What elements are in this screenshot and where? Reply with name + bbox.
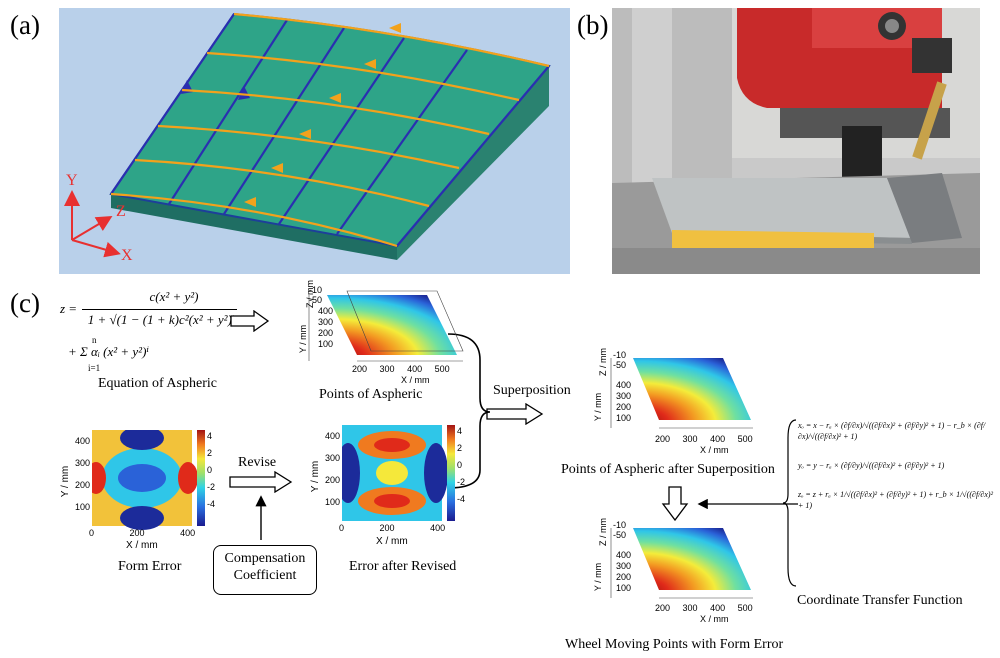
transfer-function-block: xₒ = x − rₐ × (∂f/∂x)/√((∂f/∂x)² + (∂f/∂…	[798, 420, 996, 511]
caption-points-of-aspheric: Points of Aspheric	[319, 387, 423, 402]
caption-error-after-revised: Error after Revised	[349, 559, 457, 574]
plot2-ylabel: Y / mm	[593, 392, 604, 422]
eq-denominator: 1 + √(1 − (1 + k)c²(x² + y²))	[87, 312, 237, 327]
heatmap1-xlabel: X / mm	[126, 540, 158, 551]
heatmap1-ylabel: Y / mm	[60, 465, 72, 498]
orange-arrowheads	[244, 23, 401, 207]
caption-wheel-moving-points: Wheel Moving Points with Form Error	[565, 637, 784, 652]
panel-label-b: (b)	[577, 10, 609, 40]
caption-coordinate-transfer: Coordinate Transfer Function	[797, 593, 963, 608]
transfer-zo: zₒ = z + rₐ × 1/√((∂f/∂x)² + (∂f/∂y)² + …	[798, 490, 993, 510]
panel-label-a: (a)	[10, 10, 40, 40]
transfer-arrow	[697, 498, 798, 510]
eq-numerator: c(x² + y²)	[149, 289, 199, 304]
blue-feed-lines	[110, 13, 550, 247]
caption-equation-of-aspheric: Equation of Aspheric	[98, 376, 217, 391]
heatmap-form-error	[92, 430, 205, 530]
plot1-zlabel: Z / mm	[305, 280, 315, 308]
hollow-arrow-1	[230, 310, 270, 332]
panel-label-c: (c)	[10, 288, 40, 318]
plot3-zticks: -10-50	[613, 520, 627, 540]
superposition-bracket	[447, 333, 491, 489]
panel-a-grinding-path-illustration	[59, 8, 570, 274]
heatmap2-xlabel: X / mm	[376, 536, 408, 547]
hollow-arrow-down	[661, 486, 689, 522]
plot1-ylabel: Y / mm	[298, 324, 309, 354]
plot3-xticks: 200 300 400 500	[655, 603, 753, 613]
compensation-arrow	[255, 495, 267, 540]
heatmap-error-after-revised	[342, 425, 455, 521]
eq-series: + Σ αᵢ (x² + y²)ⁱ	[68, 344, 150, 359]
plot3-zlabel: Z / mm	[598, 518, 608, 546]
coordinate-axes	[64, 190, 121, 258]
caption-after-superposition: Points of Aspheric after Superposition	[561, 462, 775, 477]
yellow-bar	[672, 230, 874, 253]
plot3-ylabel: Y / mm	[593, 562, 604, 592]
panel-b-machine-photo	[612, 8, 980, 274]
surface-plot-wheel-moving-points	[610, 528, 753, 599]
axis-label-x: X	[121, 247, 133, 264]
block-front-face	[111, 194, 397, 260]
plot2-zticks: -10-50	[613, 350, 627, 370]
plot2-xlabel: X / mm	[700, 445, 729, 455]
compensation-line2: Coefficient	[233, 568, 297, 583]
hollow-arrow-superposition	[486, 403, 544, 425]
eq-sum-bottom: i=1	[88, 363, 101, 373]
transfer-yo: yₒ = y − rₐ × (∂f/∂y)/√((∂f/∂x)² + (∂f/∂…	[798, 461, 945, 470]
compensation-coefficient-box: Compensation Coefficient	[213, 545, 317, 595]
heatmap1-xticks: 0 200 400	[89, 528, 196, 538]
transfer-xo: xₒ = x − rₐ × (∂f/∂x)/√((∂f/∂x)² + (∂f/∂…	[798, 421, 986, 441]
caption-superposition: Superposition	[493, 383, 571, 398]
plot2-zlabel: Z / mm	[598, 348, 608, 376]
transfer-brace	[782, 419, 797, 587]
eq-fraction-bar	[82, 309, 237, 310]
compensation-line1: Compensation	[224, 551, 306, 566]
orange-path-lines	[110, 12, 550, 248]
axis-label-y: Y	[66, 172, 78, 189]
plot1-xlabel: X / mm	[401, 375, 430, 385]
workpiece-block	[652, 178, 912, 238]
plot1-xticks: 200 300 400 500	[352, 364, 450, 374]
axis-label-z: Z	[116, 203, 126, 220]
plot2-xticks: 200 300 400 500	[655, 434, 753, 444]
eq-z-lhs: z =	[60, 301, 78, 316]
hollow-arrow-revise	[229, 471, 293, 493]
heatmap2-xticks: 0 200 400	[339, 523, 446, 533]
plot1-zticks: -10-50	[309, 285, 323, 305]
surface-plot-points-of-aspheric	[308, 290, 464, 362]
surface-plot-after-superposition	[610, 358, 753, 429]
caption-form-error: Form Error	[118, 559, 182, 574]
plot3-xlabel: X / mm	[700, 614, 729, 624]
heatmap2-ylabel: Y / mm	[310, 460, 322, 493]
block-right-face	[397, 66, 549, 260]
eq-sum-top: n	[92, 335, 97, 345]
caption-revise: Revise	[238, 455, 277, 470]
